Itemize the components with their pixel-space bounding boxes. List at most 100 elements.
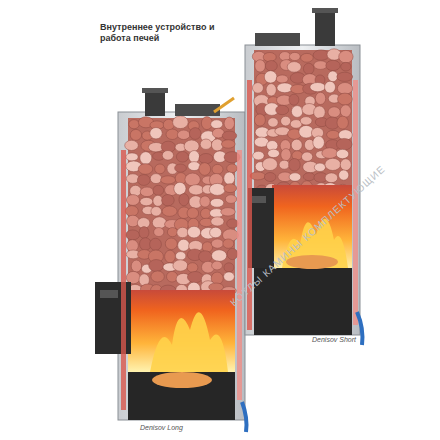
- stone: [287, 62, 301, 73]
- stone: [277, 83, 293, 93]
- stone: [176, 152, 188, 163]
- stove-short: [245, 8, 362, 345]
- stone: [291, 106, 302, 118]
- stone: [212, 164, 223, 174]
- stone: [314, 106, 326, 119]
- stone: [265, 61, 277, 72]
- stone: [268, 149, 280, 157]
- stone: [126, 215, 139, 227]
- stone: [140, 197, 153, 205]
- stone: [322, 148, 338, 159]
- stone: [264, 173, 276, 182]
- stone: [184, 140, 199, 152]
- stone: [212, 250, 227, 262]
- stone: [281, 116, 291, 126]
- stone: [315, 92, 325, 104]
- stone: [149, 260, 164, 272]
- stone: [187, 208, 199, 219]
- stone: [150, 128, 162, 139]
- stone: [336, 138, 352, 150]
- stone: [177, 227, 189, 237]
- stone: [340, 159, 351, 171]
- stone: [179, 194, 189, 206]
- stone: [165, 250, 176, 263]
- stone: [313, 50, 329, 60]
- stone: [325, 158, 341, 170]
- stone: [276, 75, 288, 83]
- stone: [254, 114, 265, 126]
- stone: [150, 238, 162, 250]
- stone: [341, 62, 351, 71]
- stone: [266, 84, 276, 96]
- stone: [223, 239, 234, 248]
- stone: [313, 136, 325, 149]
- stone: [221, 140, 235, 148]
- stone: [153, 185, 164, 195]
- stone: [151, 207, 162, 217]
- stone: [255, 60, 266, 72]
- stone: [150, 174, 161, 184]
- stone: [225, 195, 236, 204]
- stone: [262, 158, 277, 171]
- stone: [189, 151, 200, 163]
- stone: [222, 131, 236, 140]
- model-caption: Denisov Short: [312, 336, 356, 343]
- stone: [224, 184, 237, 193]
- stone: [161, 176, 176, 184]
- stone: [210, 198, 224, 207]
- stone: [325, 81, 336, 93]
- stone: [152, 217, 166, 229]
- stone: [126, 230, 140, 240]
- stone: [279, 52, 290, 61]
- stone: [173, 260, 188, 271]
- stone: [224, 117, 234, 130]
- diagram-title: Внутреннее устройство и работа печей: [100, 22, 220, 45]
- stone: [166, 129, 179, 139]
- stone: [131, 260, 141, 272]
- stone: [211, 120, 223, 129]
- stone: [139, 227, 149, 239]
- stone: [301, 53, 314, 62]
- stone: [289, 94, 299, 105]
- stone: [210, 227, 222, 238]
- stone: [314, 163, 325, 171]
- stone: [211, 217, 224, 226]
- stone: [212, 261, 223, 270]
- stone: [125, 206, 138, 217]
- stone: [227, 164, 238, 173]
- stone: [325, 173, 338, 183]
- stone: [289, 52, 300, 60]
- stone: [337, 83, 352, 95]
- stone: [200, 196, 210, 207]
- stone: [328, 71, 338, 82]
- stone: [200, 139, 212, 149]
- stone: [138, 164, 153, 175]
- stone: [129, 120, 140, 129]
- stone: [167, 228, 177, 237]
- stone: [279, 160, 289, 169]
- stone: [264, 71, 277, 83]
- stone: [178, 239, 190, 251]
- stone: [302, 152, 313, 161]
- stone: [175, 164, 187, 172]
- stone: [126, 271, 140, 283]
- stone: [289, 159, 301, 172]
- stone: [310, 83, 326, 92]
- stone: [162, 195, 175, 206]
- stone: [162, 206, 177, 216]
- stone: [154, 228, 164, 237]
- stone: [338, 93, 353, 105]
- stone: [224, 263, 234, 272]
- stone: [289, 173, 301, 181]
- stone: [337, 72, 353, 81]
- stone: [336, 149, 349, 158]
- model-caption: Denisov Long: [140, 424, 183, 431]
- stone: [140, 187, 154, 197]
- stone: [250, 172, 265, 180]
- stone: [162, 151, 173, 161]
- stone: [339, 170, 349, 180]
- stone: [126, 195, 139, 206]
- stone: [227, 248, 238, 259]
